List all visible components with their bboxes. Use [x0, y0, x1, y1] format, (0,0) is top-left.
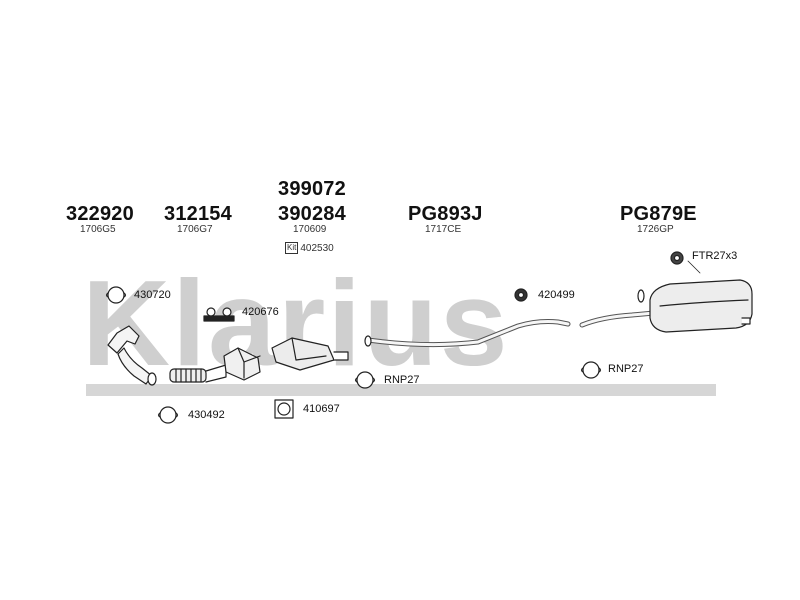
part-number-pg893j: PG893J — [408, 203, 483, 225]
watermark-underline — [86, 384, 716, 396]
part-number-390284: 390284 — [278, 203, 346, 225]
clamp-rnp27-left-icon — [354, 371, 376, 389]
clamp-430492-icon — [157, 406, 179, 424]
kit-badge: Kit — [285, 242, 299, 254]
gasket-410697-icon — [274, 399, 294, 419]
label-rnp27-left: RNP27 — [384, 374, 420, 386]
kit-code: 402530 — [300, 243, 334, 254]
flexi-pipe-312154-icon — [169, 364, 227, 383]
part-number-pg879e: PG879E — [620, 203, 697, 225]
label-410697: 410697 — [303, 403, 340, 415]
catalyst-390284-icon — [223, 347, 261, 381]
part-code-170609: 170609 — [293, 224, 327, 235]
clamp-430720-icon — [105, 286, 127, 304]
label-430492: 430492 — [188, 409, 225, 421]
label-420499: 420499 — [538, 289, 575, 301]
part-code-1717ce: 1717CE — [425, 224, 462, 235]
part-number-399072: 399072 — [278, 178, 346, 200]
part-code-1706g7: 1706G7 — [177, 224, 213, 235]
rear-silencer-pg879e-icon — [579, 279, 753, 333]
label-420676: 420676 — [242, 306, 279, 318]
label-rnp27-right: RNP27 — [608, 363, 644, 375]
label-430720: 430720 — [134, 289, 171, 301]
clamp-rnp27-right-icon — [580, 361, 602, 379]
label-ftr27x3: FTR27x3 — [692, 250, 738, 262]
center-pipe-pg893j-icon — [364, 319, 571, 348]
rubber-mount-ftr27x3-icon — [670, 251, 701, 274]
part-code-1726gp: 1726GP — [637, 224, 674, 235]
front-pipe-322920-icon — [107, 325, 157, 386]
part-number-322920: 322920 — [66, 203, 134, 225]
dpf-399072-icon — [271, 337, 349, 371]
ring-420499-icon — [514, 288, 528, 302]
mount-420676-icon — [203, 307, 235, 322]
part-code-1706g5: 1706G5 — [80, 224, 116, 235]
part-number-312154: 312154 — [164, 203, 232, 225]
